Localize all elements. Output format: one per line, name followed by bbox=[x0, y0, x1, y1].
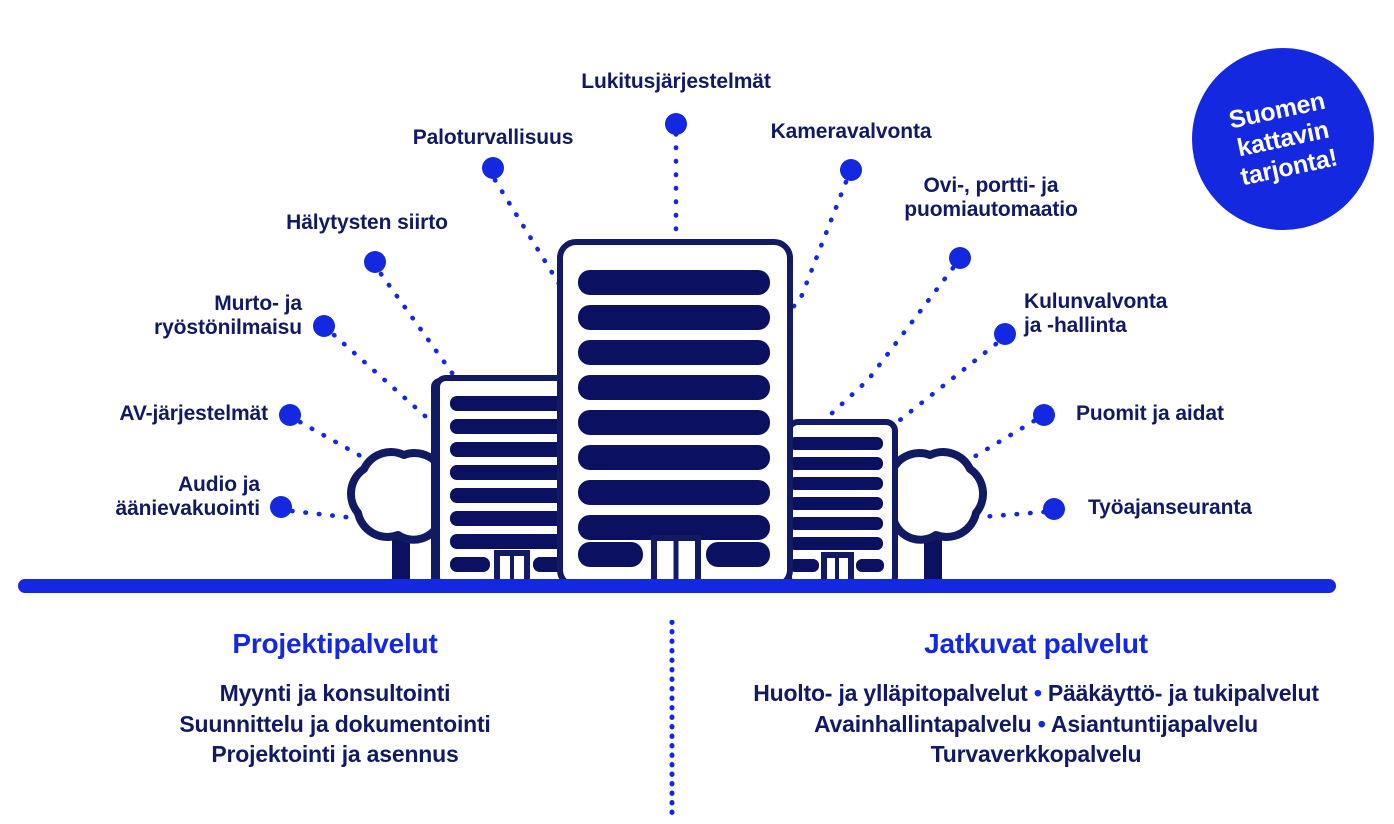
coverage-badge: Suomen kattavin tarjonta! bbox=[1192, 48, 1374, 230]
project-service-item: Suunnittelu ja dokumentointi bbox=[179, 710, 491, 737]
ongoing-services-column: Jatkuvat palvelut Huolto- ja ylläpitopal… bbox=[706, 628, 1366, 770]
dot-paloturvallisuus bbox=[482, 157, 504, 179]
dot-kulunvalvonta bbox=[994, 323, 1016, 345]
project-services-title: Projektipalvelut bbox=[232, 628, 438, 659]
callout-label-ovi-portti-puomi: Ovi-, portti- ja puomiautomaatio bbox=[904, 174, 1078, 222]
center-building bbox=[557, 239, 793, 589]
right-tree bbox=[877, 448, 987, 585]
callout-label-av-jarjestelmat: AV-järjestelmät bbox=[119, 402, 268, 425]
callout-label-kameravalvonta: Kameravalvonta bbox=[770, 120, 932, 143]
dot-tyoajanseuranta bbox=[1043, 498, 1065, 520]
coverage-badge-text: Suomen kattavin tarjonta! bbox=[1226, 86, 1340, 191]
dot-lukitusjarjestelmat bbox=[665, 113, 687, 135]
ongoing-service-item: Turvaverkkopalvelu bbox=[930, 741, 1142, 768]
callout-label-puomit-ja-aidat: Puomit ja aidat bbox=[1076, 402, 1224, 425]
dot-halytysten-siirto bbox=[364, 251, 386, 273]
project-services-column: Projektipalvelut Myynti ja konsultointi … bbox=[30, 628, 640, 770]
left-tree bbox=[347, 448, 457, 585]
callout-label-paloturvallisuus: Paloturvallisuus bbox=[412, 126, 574, 149]
left-building bbox=[431, 375, 575, 589]
dot-kameravalvonta bbox=[840, 159, 862, 181]
ongoing-service-item: Huolto- ja ylläpitopalvelut • Pääkäyttö-… bbox=[753, 680, 1319, 706]
column-divider bbox=[669, 620, 675, 816]
callout-label-lukitusjarjestelmat: Lukitusjärjestelmät bbox=[581, 70, 771, 93]
dot-av-jarjestelmat bbox=[279, 404, 301, 426]
callout-label-kulunvalvonta: Kulunvalvonta ja -hallinta bbox=[1024, 290, 1168, 338]
ongoing-service-item: Avainhallintapalvelu • Asiantuntijapalve… bbox=[813, 710, 1258, 737]
callout-label-murto-ja-ryosto: Murto- ja ryöstönilmaisu bbox=[154, 292, 302, 340]
callout-label-halytysten-siirto: Hälytysten siirto bbox=[286, 211, 448, 234]
project-service-item: Myynti ja konsultointi bbox=[219, 680, 451, 706]
right-building bbox=[786, 419, 898, 589]
callout-label-audio-ja-aanievakuointi: Audio ja äänievakuointi bbox=[115, 473, 261, 521]
project-service-item: Projektointi ja asennus bbox=[211, 741, 459, 768]
dot-ovi-portti-puomi bbox=[949, 247, 971, 269]
dot-murto-ja-ryosto bbox=[313, 315, 335, 337]
ongoing-services-title: Jatkuvat palvelut bbox=[924, 628, 1148, 659]
dot-puomit-ja-aidat bbox=[1033, 404, 1055, 426]
callout-label-tyoajanseuranta: Työajanseuranta bbox=[1088, 496, 1252, 519]
ground-line bbox=[18, 579, 1336, 593]
dot-audio-ja-aanievakuointi bbox=[270, 496, 292, 518]
